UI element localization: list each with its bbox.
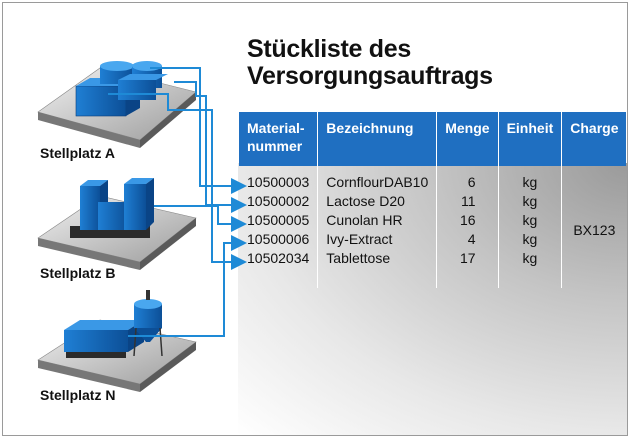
cell-bezeichnung: Ivy-Extract: [317, 230, 438, 249]
table-row: 10500005 Cunolan HR 16 kg: [239, 211, 626, 230]
cell-einheit: kg: [498, 166, 563, 192]
table-row: 10500002 Lactose D20 11 kg: [239, 192, 626, 211]
arrow-a-row5: [108, 93, 247, 270]
label-stellplatz-a: Stellplatz A: [40, 145, 115, 161]
table-row: 10500006 Ivy-Extract 4 kg: [239, 230, 626, 249]
header-einheit: Einheit: [498, 112, 563, 166]
stellplatz-b-illustration: [37, 178, 197, 270]
cell-einheit: kg: [498, 249, 563, 288]
cell-materialnummer: 10500005: [239, 211, 319, 230]
stellplatz-n-illustration: [37, 290, 197, 392]
table-header-row: Material- nummer Bezeichnung Menge Einhe…: [239, 112, 627, 166]
cell-materialnummer: 10502034: [239, 249, 319, 288]
cell-einheit: kg: [498, 192, 563, 211]
cell-bezeichnung: Lactose D20: [317, 192, 438, 211]
cell-menge: 4: [436, 230, 499, 249]
cell-bezeichnung: Tablettose: [317, 249, 438, 288]
cell-menge: 11: [436, 192, 499, 211]
cell-bezeichnung: Cunolan HR: [317, 211, 438, 230]
cell-charge: BX123: [573, 222, 616, 238]
header-materialnummer: Material- nummer: [239, 112, 319, 166]
cell-menge: 17: [436, 249, 499, 288]
cell-materialnummer: 10500002: [239, 192, 319, 211]
silo-icon: [64, 290, 163, 358]
bill-of-materials-table: Material- nummer Bezeichnung Menge Einhe…: [239, 112, 627, 288]
header-charge: Charge: [561, 112, 627, 166]
label-stellplatz-n: Stellplatz N: [40, 387, 116, 403]
arrow-a-row1: [150, 67, 247, 194]
title-line-1: Stückliste des: [247, 35, 411, 63]
cell-bezeichnung: CornflourDAB10: [317, 166, 438, 192]
stellplatz-a-illustration: [37, 61, 197, 148]
cell-materialnummer: 10500006: [239, 230, 319, 249]
page-title: Stückliste des Versorgungsauftrags: [247, 36, 493, 90]
flow-arrows: [108, 67, 247, 337]
table-row: 10500003 CornflourDAB10 6 kg BX123: [239, 166, 626, 238]
cell-menge: 6: [436, 166, 499, 192]
arrow-n-row4: [128, 235, 247, 337]
title-line-2: Versorgungsauftrags: [247, 62, 493, 90]
table-row: 10502034 Tablettose 17 kg: [239, 249, 626, 288]
containers-icon: [80, 178, 154, 230]
header-bezeichnung: Bezeichnung: [317, 112, 438, 166]
tanks-icon: [75, 61, 168, 117]
header-menge: Menge: [436, 112, 499, 166]
cell-menge: 16: [436, 211, 499, 230]
cell-einheit: kg: [498, 230, 563, 249]
cell-materialnummer: 10500003: [239, 166, 319, 192]
cell-einheit: kg: [498, 211, 563, 230]
label-stellplatz-b: Stellplatz B: [40, 265, 116, 281]
arrow-b-row3: [154, 205, 247, 232]
